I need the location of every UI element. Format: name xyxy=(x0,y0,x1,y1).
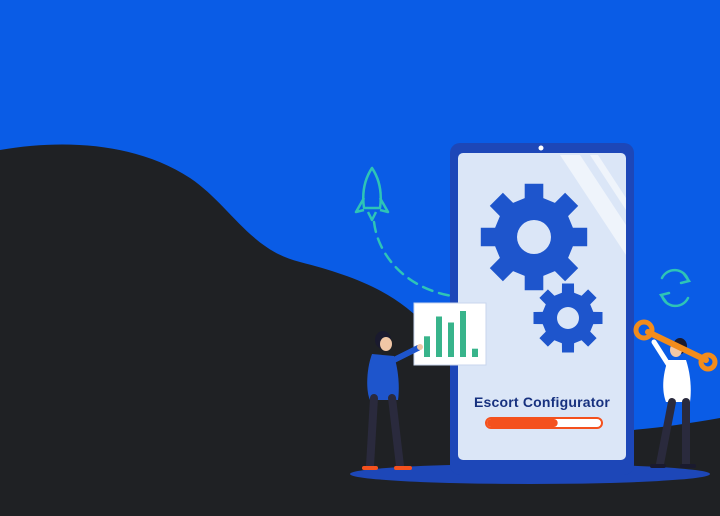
chart-bars xyxy=(424,311,478,357)
chart-bar xyxy=(460,311,466,357)
rocket-icon xyxy=(354,166,390,222)
chart-bar xyxy=(424,336,430,357)
rocket-trajectory xyxy=(372,220,454,298)
dark-hill xyxy=(0,144,720,516)
gear-icon xyxy=(533,283,603,353)
chart-bar xyxy=(436,316,442,357)
chart-bar xyxy=(472,348,478,357)
screen-glare-2 xyxy=(590,155,626,210)
wrench-icon xyxy=(633,319,718,372)
gear-hole xyxy=(557,307,579,329)
phone-camera xyxy=(538,145,544,151)
gear-hole xyxy=(517,220,551,254)
app-title: Escort Configurator xyxy=(473,394,611,410)
refresh-icon xyxy=(658,268,692,308)
screen-glare xyxy=(560,155,626,255)
chart-bar xyxy=(448,322,454,357)
gear-icon xyxy=(480,183,588,291)
person-right xyxy=(650,338,696,468)
person-left xyxy=(362,331,423,470)
progress-fill xyxy=(487,419,558,427)
